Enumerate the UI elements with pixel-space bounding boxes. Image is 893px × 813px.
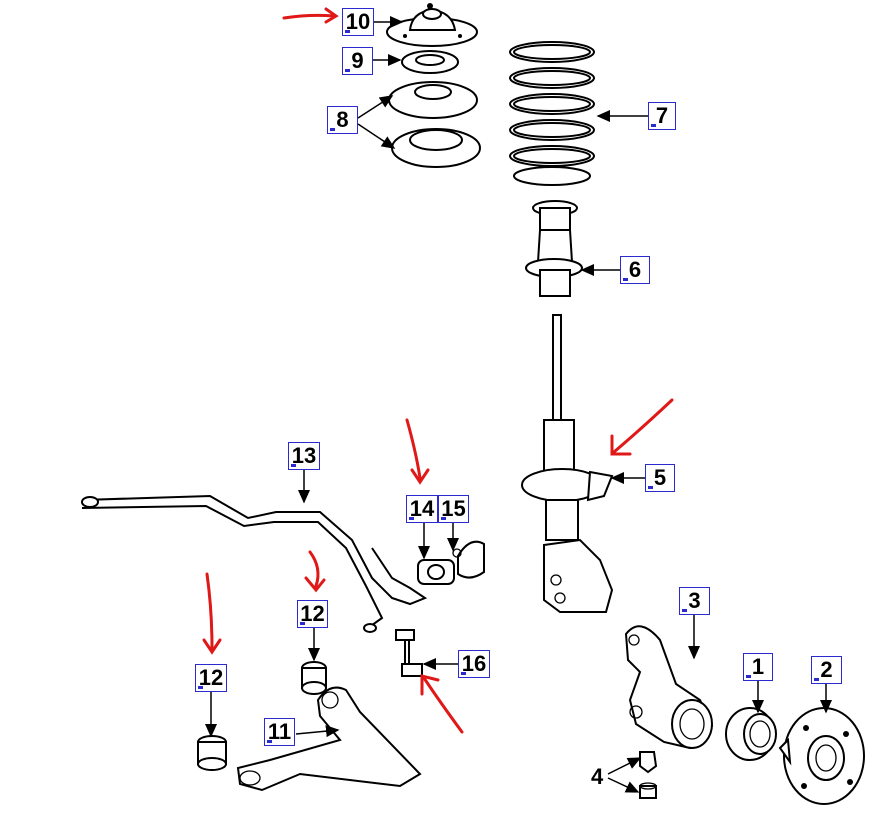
- callout-10: 10: [342, 8, 374, 36]
- red-annotation-arrows: [202, 7, 674, 734]
- callout-1: 1: [743, 653, 773, 681]
- coil-spring: [509, 41, 595, 186]
- leader-lines: [205, 16, 832, 793]
- stabilizer-bar: [81, 494, 428, 633]
- callout-13: 13: [288, 442, 320, 470]
- lower-control-arm: [236, 686, 422, 792]
- control-arm-bushing-lower: [197, 735, 227, 771]
- strut: [521, 314, 614, 613]
- bump-stop: [525, 200, 583, 297]
- callout-12-lower: 12: [195, 664, 227, 692]
- callout-16: 16: [458, 650, 490, 678]
- callout-3: 3: [679, 587, 710, 615]
- callout-8: 8: [327, 106, 358, 134]
- bearing: [401, 50, 459, 74]
- callout-9: 9: [342, 47, 373, 75]
- wheel-bearing: [725, 707, 777, 761]
- strut-mount: [386, 3, 478, 47]
- label-4: 4: [591, 764, 604, 789]
- bushing-bracket: [452, 540, 485, 579]
- callout-11: 11: [264, 718, 295, 746]
- callout-14: 14: [406, 495, 438, 523]
- callout-12-upper: 12: [297, 600, 328, 628]
- callout-5: 5: [645, 464, 675, 492]
- control-arm-bushing-upper: [301, 661, 327, 695]
- spring-seats: [388, 81, 481, 168]
- hub-nuts: [639, 751, 658, 799]
- callout-2: 2: [811, 656, 842, 684]
- callout-15: 15: [438, 495, 469, 523]
- wheel-hub: [778, 707, 865, 805]
- callout-7: 7: [648, 102, 676, 130]
- callout-6: 6: [620, 256, 650, 284]
- stabilizer-bushing: [417, 559, 455, 585]
- stabilizer-link: [395, 629, 423, 677]
- steering-knuckle: [624, 625, 714, 750]
